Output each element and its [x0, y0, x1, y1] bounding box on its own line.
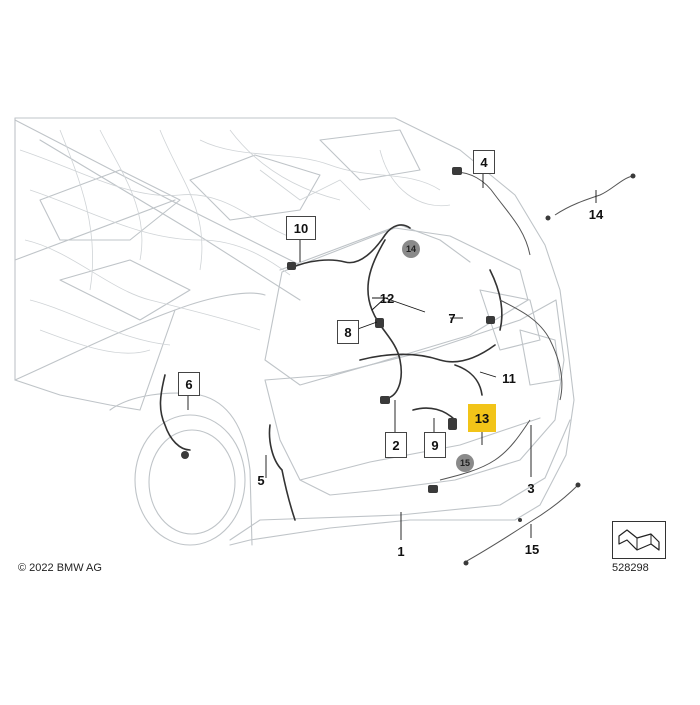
callout-8[interactable]: 8	[337, 320, 359, 344]
callout-8-label: 8	[344, 324, 352, 340]
circle-marker-14[interactable]: 14	[402, 240, 420, 258]
circle-marker-14-label: 14	[405, 244, 416, 254]
callout-12-label: 12	[379, 290, 395, 306]
callout-9-label: 9	[431, 437, 439, 453]
callout-10-label: 10	[293, 220, 309, 236]
callout-15[interactable]: 15	[519, 538, 545, 560]
callout-14-label: 14	[588, 206, 604, 222]
callout-12[interactable]: 12	[373, 288, 401, 308]
diagram-number: 528298	[612, 562, 649, 574]
callout-3-label: 3	[527, 480, 535, 496]
callout-4-label: 4	[480, 154, 488, 170]
callout-7-label: 7	[448, 310, 456, 326]
callout-4[interactable]: 4	[473, 150, 495, 174]
callout-11-label: 11	[502, 370, 516, 386]
callout-13-highlighted[interactable]: 13	[468, 404, 496, 432]
callout-9[interactable]: 9	[424, 432, 446, 458]
circle-marker-15-label: 15	[459, 458, 470, 468]
callout-15-label: 15	[524, 541, 540, 557]
callout-6[interactable]: 6	[178, 372, 200, 396]
callout-6-label: 6	[185, 376, 193, 392]
circle-marker-15[interactable]: 15	[456, 454, 474, 472]
callout-7[interactable]: 7	[442, 308, 462, 328]
callout-1-label: 1	[397, 543, 405, 559]
callout-13-label: 13	[474, 410, 490, 426]
callout-2-label: 2	[392, 437, 400, 453]
direction-symbol-box	[612, 521, 666, 559]
callout-14[interactable]: 14	[584, 203, 608, 225]
callout-5-label: 5	[257, 472, 265, 488]
direction-arrow-icon	[618, 529, 660, 551]
callout-2[interactable]: 2	[385, 432, 407, 458]
callout-11[interactable]: 11	[496, 368, 522, 388]
callout-10[interactable]: 10	[286, 216, 316, 240]
callout-3[interactable]: 3	[521, 477, 541, 499]
callout-1[interactable]: 1	[391, 540, 411, 562]
callout-5[interactable]: 5	[250, 470, 272, 490]
copyright-text: © 2022 BMW AG	[18, 562, 102, 574]
